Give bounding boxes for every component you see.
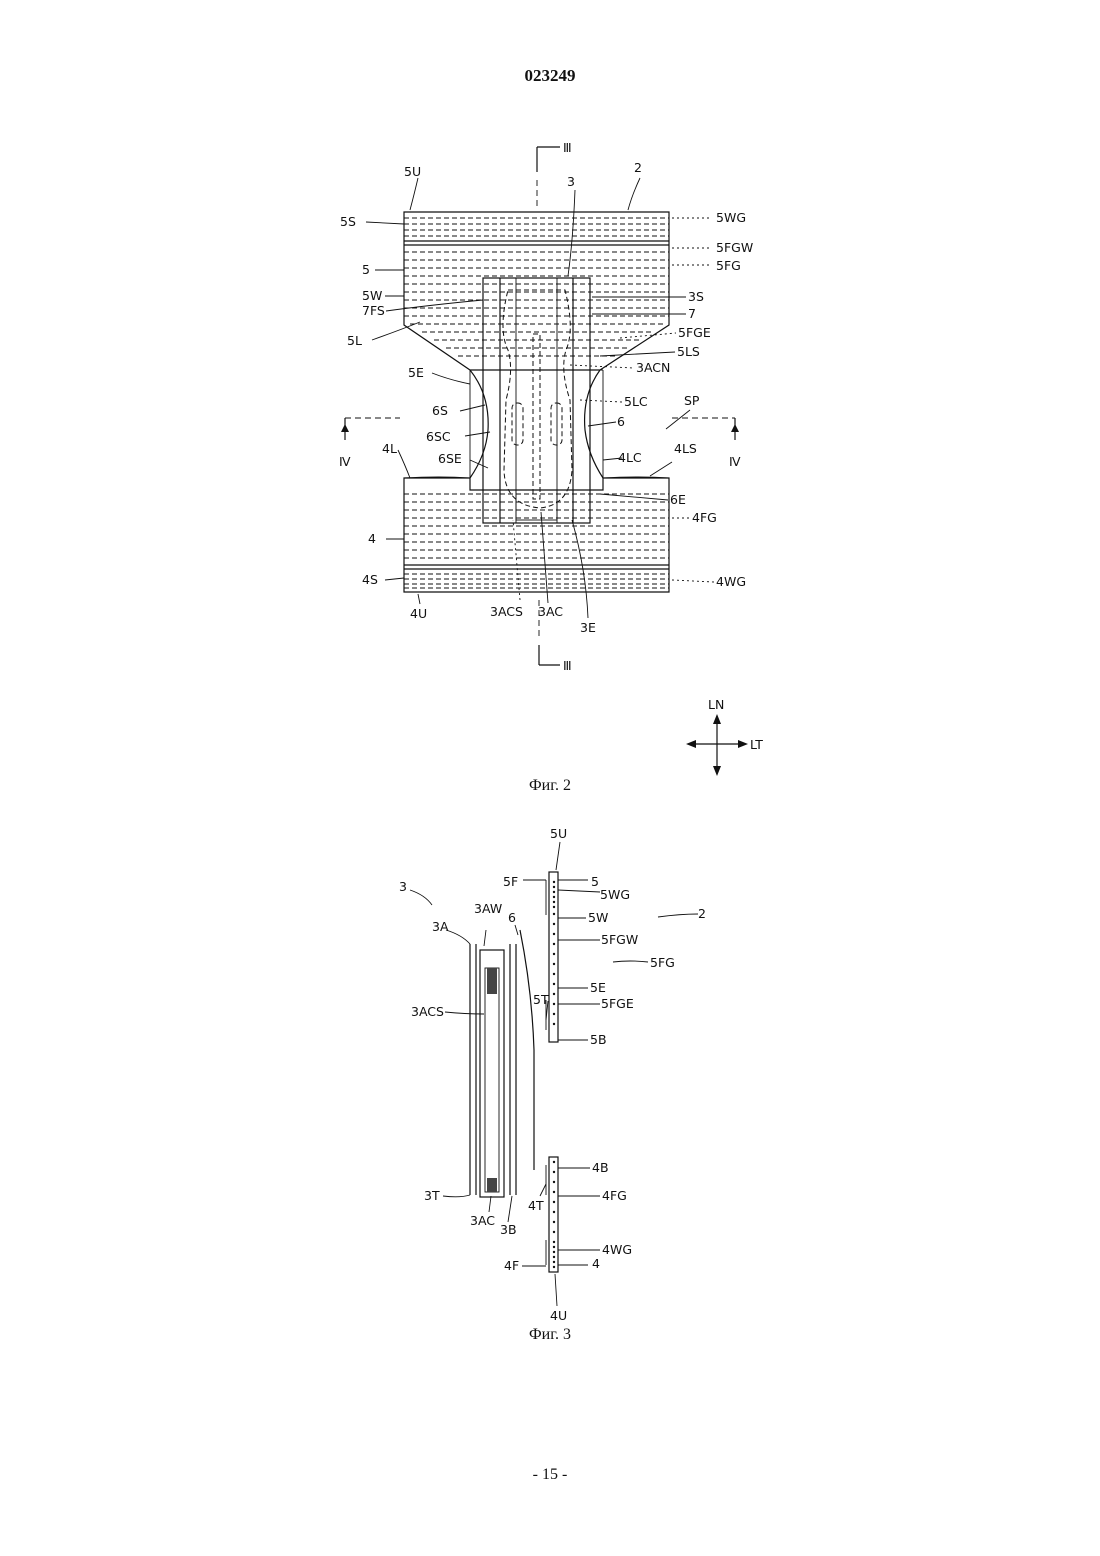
label: 5L xyxy=(347,333,362,348)
label: 5FG xyxy=(650,955,675,970)
label: 5B xyxy=(590,1032,607,1047)
label: 2 xyxy=(698,906,706,921)
label: 4 xyxy=(368,531,376,546)
section-mark-bottom: Ⅲ xyxy=(563,658,572,673)
label: 5U xyxy=(404,164,421,179)
figure-3-labels: 5U 3 5F 5 5WG 3AW 6 5W 2 3A 5FGW 5FG 5E … xyxy=(399,826,706,1323)
label: 5FGW xyxy=(716,240,753,255)
label: 5LS xyxy=(677,344,700,359)
label: 4FG xyxy=(602,1188,627,1203)
label: 4S xyxy=(362,572,378,587)
direction-indicator: LN LT xyxy=(686,697,763,776)
label: 3T xyxy=(424,1188,440,1203)
label: 3S xyxy=(688,289,704,304)
label: 5FGE xyxy=(678,325,711,340)
label: 3E xyxy=(580,620,596,635)
label: 6E xyxy=(670,492,686,507)
back-waist-panel xyxy=(404,478,669,592)
page-number: - 15 - xyxy=(0,1466,1100,1484)
label: 5FGE xyxy=(601,996,634,1011)
label: 3AW xyxy=(474,901,502,916)
label: 6S xyxy=(432,403,448,418)
label: 3B xyxy=(500,1222,517,1237)
label: 4L xyxy=(382,441,397,456)
label: 4FG xyxy=(692,510,717,525)
label: 3A xyxy=(432,919,449,934)
section-mark-left: Ⅳ xyxy=(339,454,351,469)
label: 4U xyxy=(550,1308,567,1323)
absorbent-body xyxy=(483,278,590,523)
label: 3ACS xyxy=(490,604,523,619)
label: 6 xyxy=(508,910,516,925)
label: 4T xyxy=(528,1198,544,1213)
label: 5LC xyxy=(624,394,648,409)
label: 6SC xyxy=(426,429,451,444)
direction-label-vertical: LN xyxy=(708,697,724,712)
label: 5W xyxy=(362,288,382,303)
section-mark-right: Ⅳ xyxy=(729,454,741,469)
label: 5T xyxy=(533,992,549,1007)
label: 5E xyxy=(590,980,606,995)
label: 3ACN xyxy=(636,360,670,375)
label: 2 xyxy=(634,160,642,175)
label: 4U xyxy=(410,606,427,621)
label: 4 xyxy=(592,1256,600,1271)
label: 5 xyxy=(591,874,599,889)
label: 4WG xyxy=(716,574,746,589)
label: 5S xyxy=(340,214,356,229)
label: 3 xyxy=(567,174,575,189)
label: 4B xyxy=(592,1160,609,1175)
figure-2-drawing: Ⅲ xyxy=(339,140,741,673)
label: 5WG xyxy=(716,210,746,225)
figure-2-labels: 5U 2 3 5S 5WG 5FGW 5FG 5 5W 3S 7FS 7 5FG… xyxy=(340,160,753,635)
label: 7 xyxy=(688,306,696,321)
label: 7FS xyxy=(362,303,385,318)
label: 4F xyxy=(504,1258,519,1273)
label: 4WG xyxy=(602,1242,632,1257)
label: 5W xyxy=(588,910,608,925)
label: 6 xyxy=(617,414,625,429)
label: 5E xyxy=(408,365,424,380)
label: 5U xyxy=(550,826,567,841)
direction-label-horizontal: LT xyxy=(750,737,763,752)
label: 5FG xyxy=(716,258,741,273)
label: 3AC xyxy=(538,604,563,619)
label: 3AC xyxy=(470,1213,495,1228)
label: 4LS xyxy=(674,441,697,456)
label: 5WG xyxy=(600,887,630,902)
label: 4LC xyxy=(618,450,642,465)
label: 3ACS xyxy=(411,1004,444,1019)
label: 6SE xyxy=(438,451,462,466)
label: 5F xyxy=(503,874,518,889)
section-mark-top: Ⅲ xyxy=(563,140,572,155)
figure-2-caption: Фиг. 2 xyxy=(0,777,1100,795)
label: 5FGW xyxy=(601,932,638,947)
figure-3-caption: Фиг. 3 xyxy=(0,1326,1100,1344)
figure-3-drawing xyxy=(410,842,698,1306)
label: 3 xyxy=(399,879,407,894)
label: SP xyxy=(684,393,700,408)
label: 5 xyxy=(362,262,370,277)
